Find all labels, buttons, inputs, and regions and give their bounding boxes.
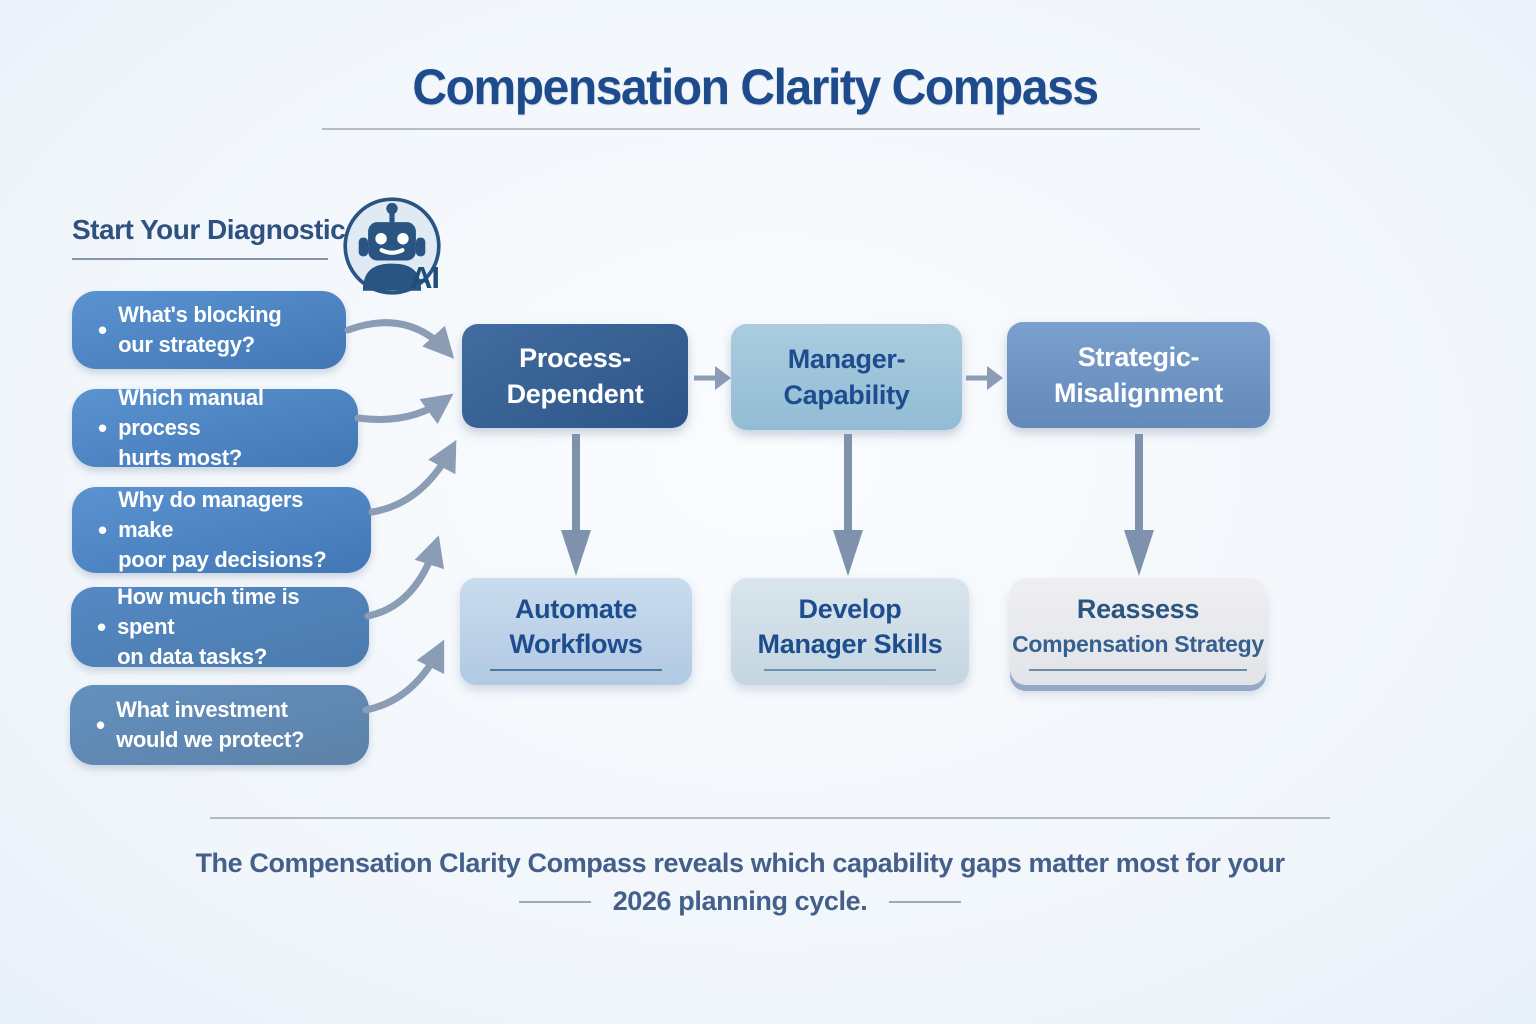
question-box-pay-decisions: • Why do managers make poor pay decision… (72, 487, 371, 573)
question-box-investment: • What investment would we protect? (70, 685, 369, 765)
action-underline (1029, 669, 1247, 671)
action-box-develop-manager-skills: Develop Manager Skills (731, 578, 969, 685)
category-box-process-dependent: Process- Dependent (462, 324, 688, 428)
caption-line2-row: 2026 planning cycle. (0, 886, 1480, 917)
ai-robot-icon (340, 194, 444, 298)
question-box-blocking-strategy: • What's blocking our strategy? (72, 291, 346, 369)
action-underline (490, 669, 662, 671)
bullet-icon: • (98, 413, 108, 443)
category-label-line1: Manager- (787, 344, 906, 374)
down-arrow-icon (558, 434, 594, 579)
action-label-line1: Reassess (1076, 594, 1200, 624)
category-label-line1: Strategic- (1077, 342, 1200, 372)
category-label-line1: Process- (519, 343, 631, 373)
bullet-icon: • (98, 515, 108, 545)
down-arrow-icon (1121, 434, 1157, 579)
question-box-data-tasks: • How much time is spent on data tasks? (71, 584, 369, 669)
title-divider (322, 128, 1200, 130)
category-label-line2: Dependent (506, 379, 644, 409)
question-text: What's blocking our strategy? (118, 302, 282, 357)
bullet-icon: • (98, 315, 108, 345)
bullet-icon: • (97, 612, 107, 642)
action-label-line2: Manager Skills (757, 629, 943, 659)
question-text: Why do managers make poor pay decisions? (118, 487, 327, 572)
caption-dash-left (518, 900, 591, 903)
bullet-icon: • (96, 710, 106, 740)
page-title: Compensation Clarity Compass (412, 59, 1099, 115)
question-text: Which manual process hurts most? (118, 385, 264, 470)
ai-badge-label: AI (410, 260, 440, 295)
down-arrow-icon (830, 434, 866, 579)
action-box-automate-workflows: Automate Workflows (460, 578, 692, 685)
action-label-line1: Develop (798, 594, 902, 624)
caption-line2: 2026 planning cycle. (612, 886, 868, 916)
footer-divider (210, 817, 1330, 819)
action-label-line1: Automate (514, 594, 638, 624)
action-label-line2: Workflows (509, 629, 643, 659)
question-text: How much time is spent on data tasks? (117, 584, 300, 669)
diagnostic-heading: Start Your Diagnostic (72, 214, 346, 245)
caption-line1: The Compensation Clarity Compass reveals… (195, 848, 1285, 878)
action-underline (764, 669, 936, 671)
category-label-line2: Capability (783, 380, 910, 410)
caption-dash-right (889, 900, 962, 903)
category-label-line2: Misalignment (1054, 378, 1223, 408)
question-box-manual-process: • Which manual process hurts most? (72, 385, 358, 470)
action-box-reassess-compensation-strategy: Reassess Compensation Strategy (1010, 578, 1266, 685)
question-text: What investment would we protect? (116, 697, 305, 752)
diagnostic-heading-underline (72, 258, 328, 260)
action-label-line2: Compensation Strategy (1012, 631, 1264, 657)
category-box-manager-capability: Manager- Capability (731, 324, 962, 430)
category-box-strategic-misalignment: Strategic- Misalignment (1007, 322, 1270, 428)
curved-arrows-icon (330, 300, 470, 720)
right-arrow-icon (966, 363, 1004, 393)
right-arrow-icon (694, 363, 732, 393)
